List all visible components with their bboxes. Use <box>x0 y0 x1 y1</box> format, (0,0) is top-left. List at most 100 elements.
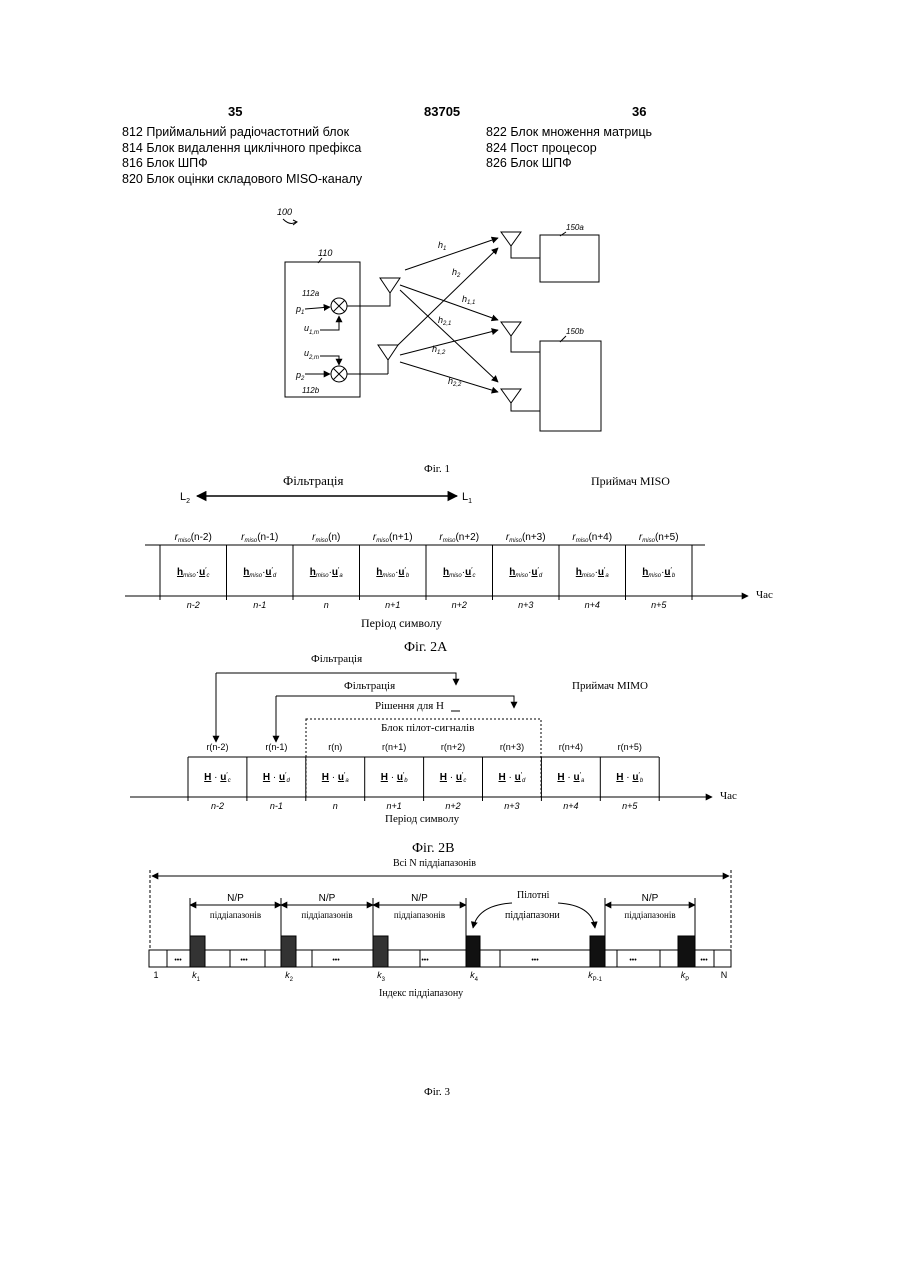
subband-group: N/P піддіапазонів <box>373 893 466 936</box>
period-label: n-1 <box>253 600 266 610</box>
filter-outer-label: Фільтрація <box>311 653 362 665</box>
subband-ticks: 1k1k2k3k4kP-1kPN <box>153 970 727 983</box>
tx-antenna-1-icon <box>380 278 400 306</box>
filter-bound-left: L2 <box>180 491 190 505</box>
group-label-top: N/P <box>227 893 244 904</box>
modulator-a-cross <box>333 300 345 312</box>
symbol-cell-label: H · u′a <box>322 772 350 784</box>
symbol-cell-label: hmiso·u′b <box>376 567 410 579</box>
group-label-bottom: піддіапазонів <box>394 910 445 920</box>
axis-label: Індекс піддіапазону <box>379 988 463 999</box>
signal-label: r(n-1) <box>265 742 287 752</box>
channel-label: h2,2 <box>448 376 462 388</box>
ellipsis-dots: ••• <box>700 957 708 964</box>
signal-label: r(n+2) <box>441 742 465 752</box>
channel-h1 <box>405 238 498 270</box>
pilot-subband <box>281 936 296 967</box>
figure-3-caption: Фіг. 3 <box>424 1086 451 1098</box>
period-label: n+4 <box>563 801 578 811</box>
channel-label: h1,1 <box>462 294 475 306</box>
ellipsis-dots: ••• <box>421 957 429 964</box>
rx-antenna-b1-icon <box>501 322 540 352</box>
channel-h21 <box>400 330 498 355</box>
channel-label: h2 <box>452 267 461 279</box>
modulator-a-label: 112a <box>302 289 320 298</box>
channel-label: h1,2 <box>432 344 446 356</box>
pilot-subband <box>590 936 605 967</box>
pilot-label-top: Пілотні <box>517 890 550 901</box>
symbol-cell-label: H · u′d <box>499 772 527 784</box>
receiver-b-box <box>540 341 601 431</box>
group-label-bottom: піддіапазонів <box>301 910 352 920</box>
signal-label: r(n+3) <box>500 742 524 752</box>
signal-label: r(n+1) <box>382 742 406 752</box>
period-label: n-1 <box>270 801 283 811</box>
signal-label: r(n+5) <box>618 742 642 752</box>
receiver-a-label: 150a <box>566 223 584 232</box>
symbol-cell-label: H · u′b <box>616 772 644 784</box>
symbol-cell-label: hmiso·u′d <box>243 567 277 579</box>
signal-label: rmiso(n) <box>312 532 340 544</box>
period-label: n+2 <box>445 801 460 811</box>
symbol-cell-label: hmiso·u′a <box>576 567 610 579</box>
modulator-b-label: 112b <box>302 386 320 395</box>
symbol-cell-label: H · u′c <box>204 772 231 784</box>
u2-label: u2,m <box>304 348 319 361</box>
channel-h2 <box>398 248 498 345</box>
period-label: n+3 <box>518 600 533 610</box>
decision-label: Рішення для H <box>375 700 444 712</box>
signal-label: rmiso(n+4) <box>572 532 612 544</box>
symbol-cell-label: hmiso·u′d <box>509 567 543 579</box>
period-label: n-2 <box>187 600 200 610</box>
pilot-subband <box>190 936 205 967</box>
signal-label: rmiso(n-2) <box>175 532 212 544</box>
symbol-cell-label: hmiso·u′b <box>642 567 676 579</box>
channel-h12 <box>400 290 498 382</box>
signal-labels: r(n-2)r(n-1)r(n)r(n+1)r(n+2)r(n+3)r(n+4)… <box>206 742 641 752</box>
ellipsis-dots: ••• <box>531 957 539 964</box>
transmitter-label: 110 <box>318 248 332 258</box>
period-label: n+5 <box>651 600 667 610</box>
pilot-subband <box>466 936 480 967</box>
pilot-subband <box>678 936 695 967</box>
symbol-cells: hmiso·u′chmiso·u′dhmiso·u′ahmiso·u′bhmis… <box>160 545 692 600</box>
symbol-cell-label: H · u′b <box>381 772 409 784</box>
receiver-mimo-label: Приймач MIMO <box>572 680 648 692</box>
subband-tick-label: k4 <box>470 970 479 983</box>
subband-row <box>149 950 731 967</box>
period-label: n-2 <box>211 801 224 811</box>
pilot-label-bottom: піддіапазони <box>505 910 560 921</box>
subband-tick-label: k3 <box>377 970 386 983</box>
system-label-leader <box>283 219 296 223</box>
signal-label: rmiso(n+2) <box>439 532 479 544</box>
ellipsis-dots: ••• <box>240 957 248 964</box>
filter-label: Фільтрація <box>283 473 343 488</box>
ellipsis-dots: ••• <box>174 957 182 964</box>
subband-group: N/Pпіддіапазонів <box>281 893 373 936</box>
subband-groups: N/PпіддіапазонівN/PпіддіапазонівN/Pпідді… <box>190 893 695 936</box>
u1-arrow <box>320 316 339 330</box>
signal-label: rmiso(n-1) <box>241 532 278 544</box>
signal-label: r(n) <box>328 742 342 752</box>
signal-label: r(n-2) <box>206 742 228 752</box>
axis-label: Період символу <box>361 616 442 630</box>
u2-arrow <box>320 356 339 365</box>
subband-cells: ••••••••••••••••••••• <box>167 936 714 967</box>
subband-tick-label: 1 <box>153 970 158 980</box>
group-label-top: N/P <box>411 893 428 904</box>
symbol-cell-label: H · u′a <box>557 772 585 784</box>
system-label: 100 <box>277 207 292 217</box>
group-label-bottom: піддіапазонів <box>624 910 675 920</box>
u1-label: u1,m <box>304 323 319 336</box>
period-label: n+1 <box>387 801 402 811</box>
channel-h11 <box>400 285 498 320</box>
subband-group: N/Pпіддіапазонів <box>605 893 695 936</box>
rx-antenna-b2-icon <box>501 389 540 411</box>
signal-label: rmiso(n+1) <box>373 532 413 544</box>
time-label: Час <box>756 589 773 601</box>
period-label: n <box>333 801 338 811</box>
period-label: n+4 <box>585 600 600 610</box>
subband-tick-label: k1 <box>192 970 201 983</box>
filter-inner-label: Фільтрація <box>344 680 395 692</box>
